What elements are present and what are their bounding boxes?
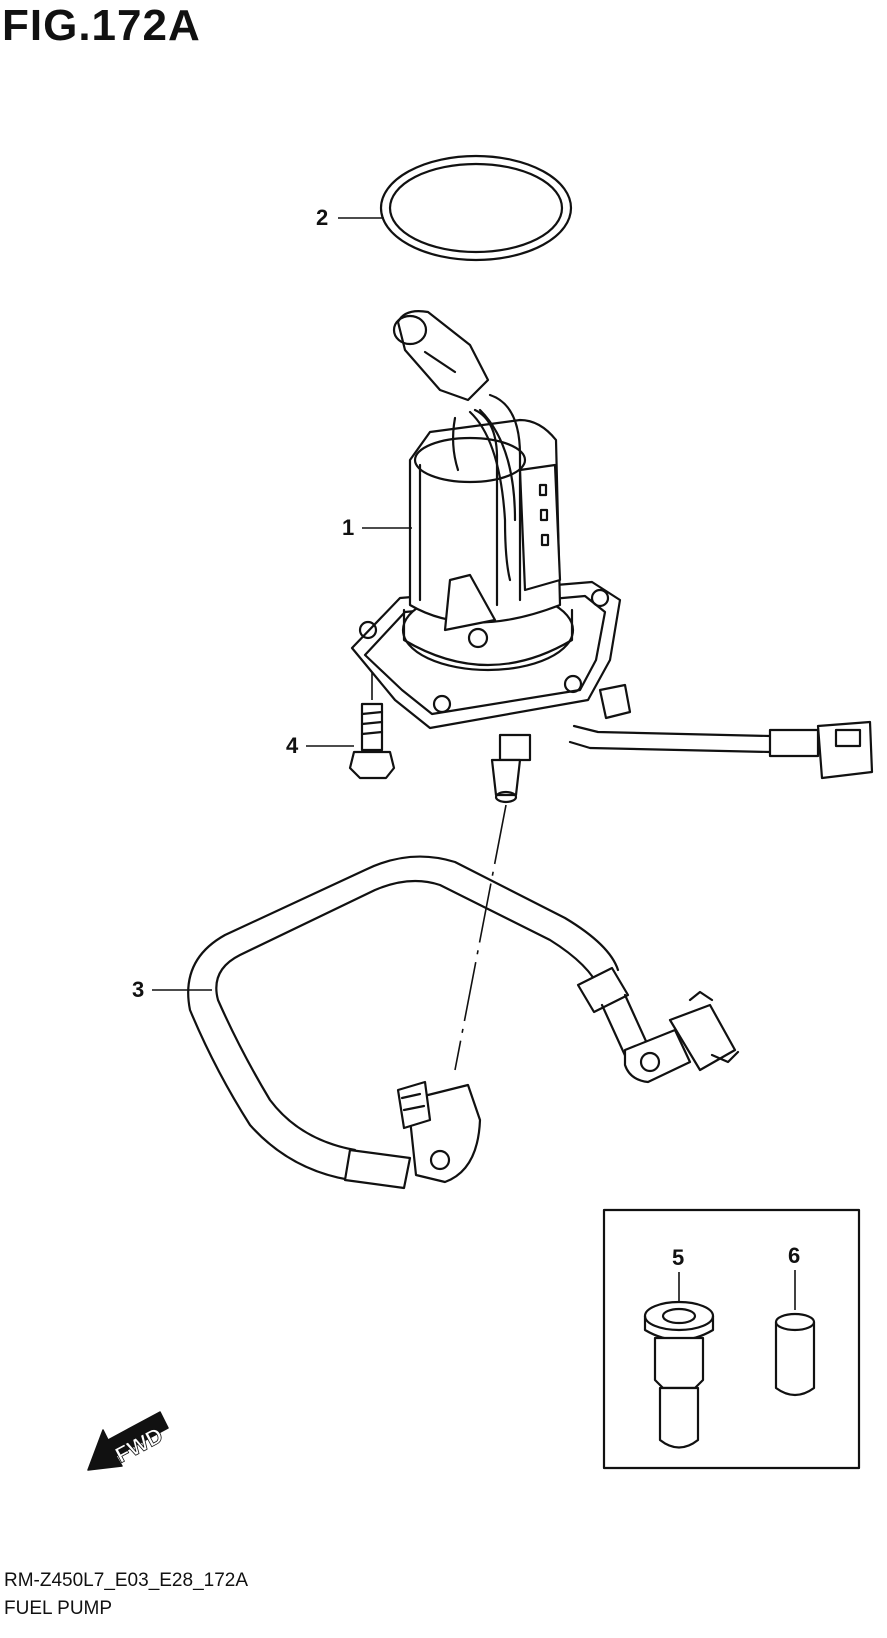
o-ring-part bbox=[338, 154, 573, 262]
callout-5: 5 bbox=[672, 1245, 685, 1270]
fuel-hose-part bbox=[152, 855, 740, 1190]
fwd-arrow-icon: FWD bbox=[87, 1411, 169, 1471]
figure-title: FIG.172A bbox=[2, 1, 201, 50]
bolt-part bbox=[306, 672, 396, 780]
callout-1: 1 bbox=[342, 515, 355, 540]
callout-6: 6 bbox=[788, 1243, 801, 1268]
callout-3: 3 bbox=[132, 977, 145, 1002]
inset-parts-box bbox=[602, 1208, 861, 1470]
drawing-code: RM-Z450L7_E03_E28_172A bbox=[4, 1570, 249, 1591]
fuel-pump-assembly-part bbox=[350, 310, 874, 804]
assembly-guide-line bbox=[454, 804, 507, 1071]
drawing-name: FUEL PUMP bbox=[4, 1598, 113, 1619]
callout-4: 4 bbox=[286, 733, 299, 758]
callout-2: 2 bbox=[316, 205, 329, 230]
